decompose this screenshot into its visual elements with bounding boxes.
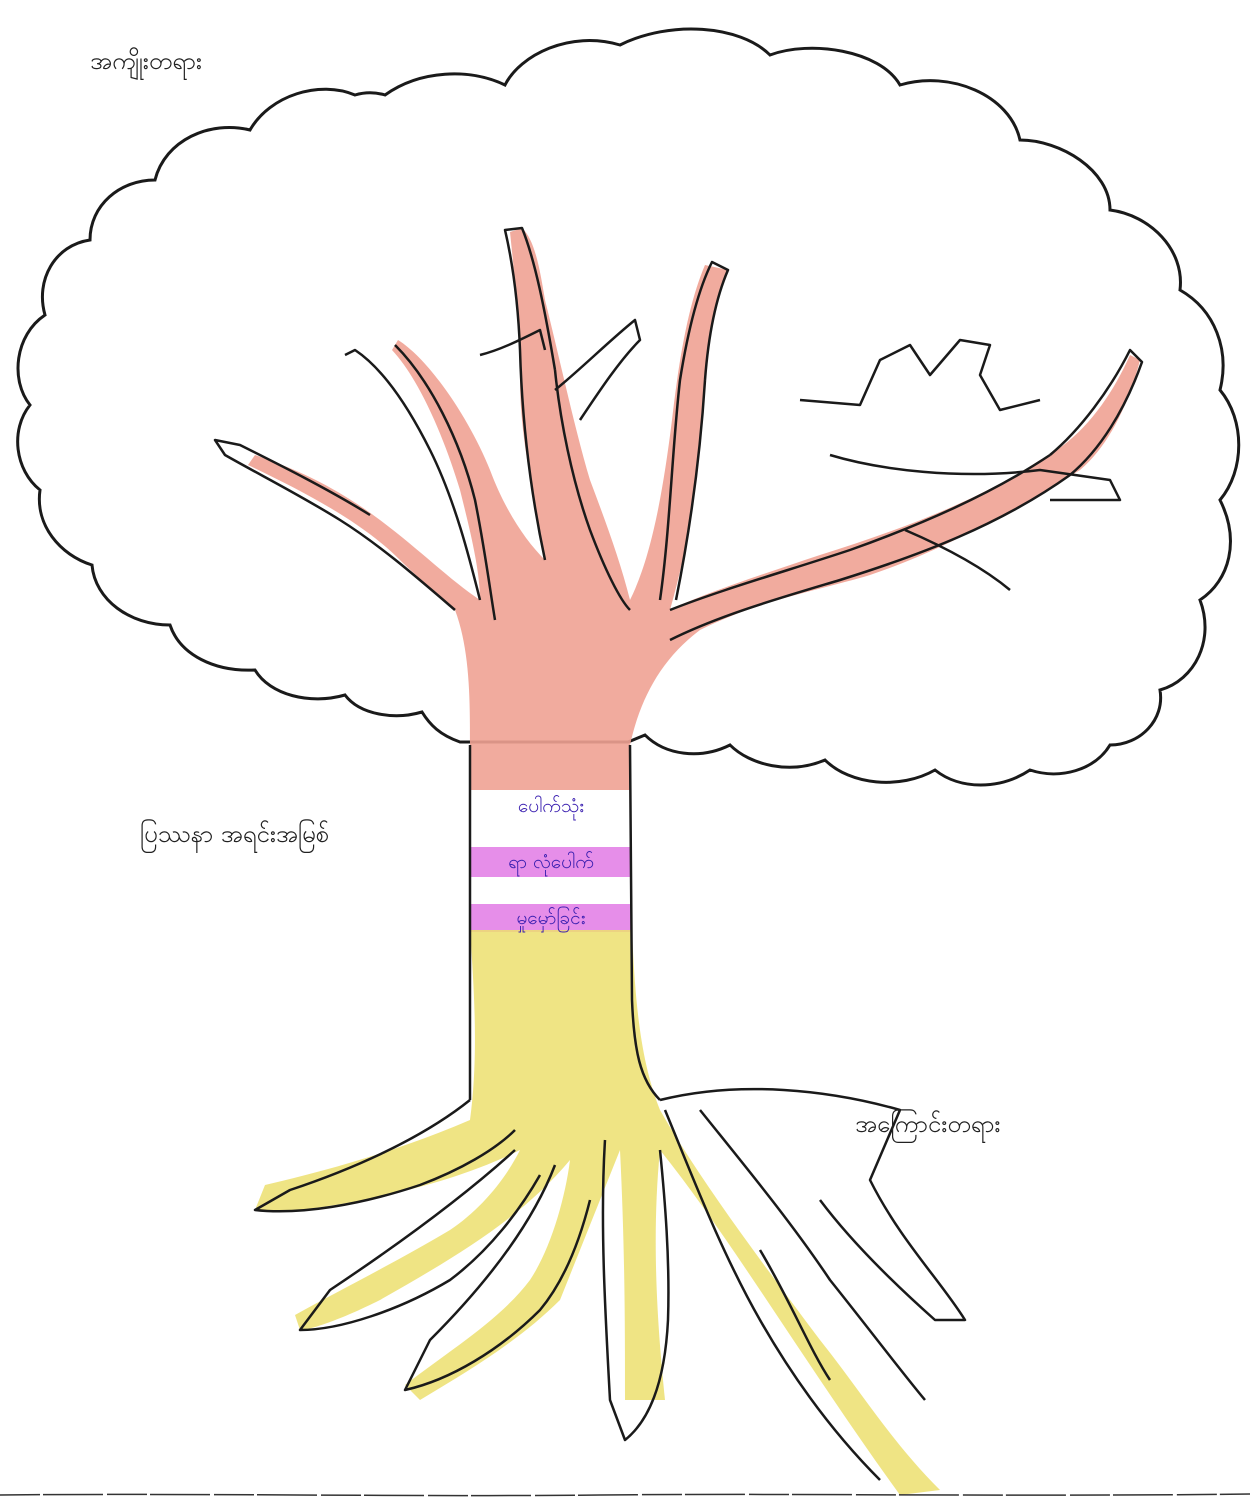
trunk-band-white-2: [470, 876, 632, 904]
trunk-lower-roots: [255, 930, 940, 1495]
causes-label: အကြောင်းတရား: [855, 1108, 1000, 1144]
problem-band-2: ရာ လုံပေါက်: [470, 846, 632, 878]
problem-band-3: မှုမှော်ခြင်း: [470, 902, 632, 934]
ground-line: [0, 1494, 1250, 1496]
effects-label: အကျိုးတရား: [90, 45, 202, 81]
problem-band-1: ပေါက်သုံး: [470, 790, 632, 822]
problem-label: ပြဿနာ အရင်းအမြစ်: [140, 818, 329, 854]
